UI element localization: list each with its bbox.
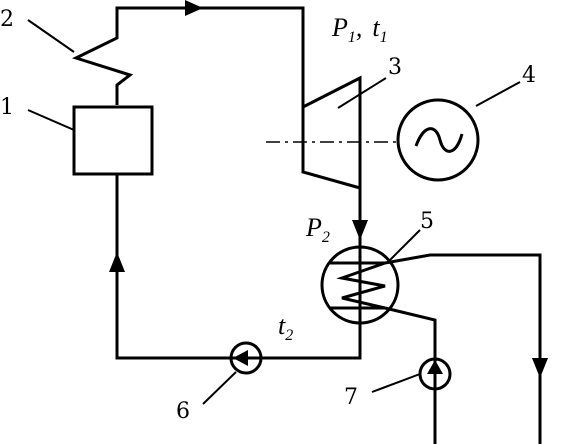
- label-p1-t1: P1,t1: [331, 13, 388, 46]
- feed-line: [115, 174, 362, 360]
- coil-icon: [330, 261, 386, 310]
- pump-arrow-icon: [427, 360, 443, 374]
- label-5: 5: [420, 209, 434, 234]
- feed-pump: [229, 341, 263, 375]
- cooling-inlet: [384, 306, 437, 444]
- flow-arrow-right: [532, 358, 548, 378]
- sine-wave-icon: [414, 127, 464, 153]
- label-6: 6: [176, 399, 190, 424]
- label-7: 7: [344, 385, 358, 410]
- label-2: 2: [0, 7, 14, 32]
- label-p2: P2: [305, 213, 330, 246]
- boiler: [72, 105, 154, 176]
- generator: [396, 98, 480, 182]
- superheater-coil: [71, 6, 305, 107]
- cooling-outlet: [384, 253, 542, 444]
- label-4: 4: [522, 63, 536, 88]
- label-3: 3: [388, 55, 402, 80]
- turbine: [301, 75, 362, 190]
- flow-arrow-left: [109, 252, 125, 272]
- flow-arrow-exhaust: [352, 220, 368, 240]
- label-1: 1: [0, 95, 14, 120]
- label-t2: t2: [278, 311, 293, 344]
